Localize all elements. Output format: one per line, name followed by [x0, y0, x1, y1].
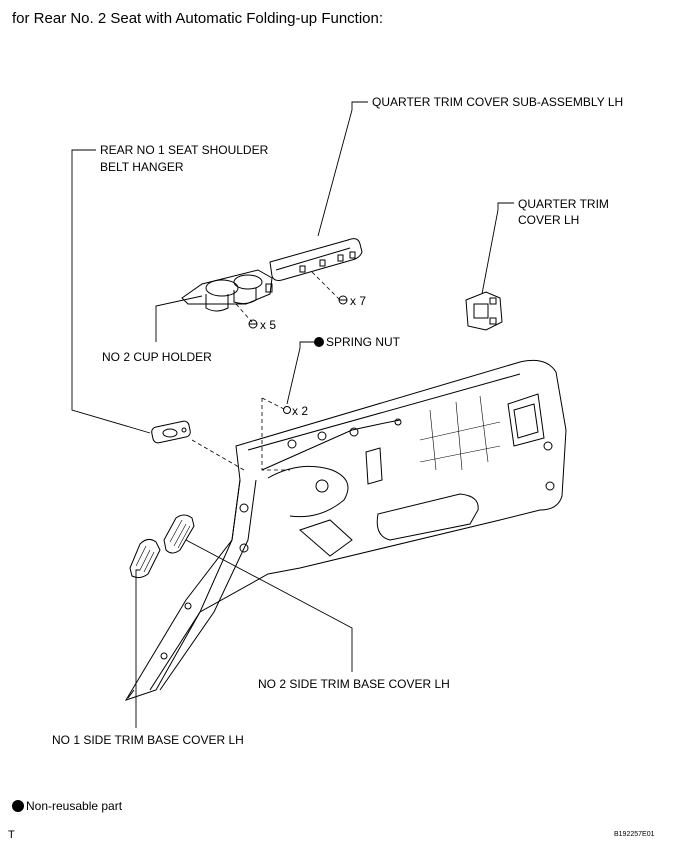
- installation-dashes: [191, 271, 341, 471]
- clip-quarter-trim: [338, 295, 348, 305]
- clip-cup-holder: [248, 319, 258, 329]
- side-trim-base-cover-2-part: [163, 514, 195, 554]
- label-belt-hanger-line2: BELT HANGER: [100, 160, 184, 174]
- leader-side-trim-1: [135, 569, 140, 728]
- label-cup-holder: NO 2 CUP HOLDER: [102, 350, 212, 364]
- leader-quarter-trim-sub: [317, 101, 368, 237]
- qty-spring-nuts: x 2: [292, 404, 309, 418]
- belt-hanger-part: [151, 420, 191, 444]
- quarter-trim-panel: [124, 359, 567, 701]
- label-spring-nut: SPRING NUT: [326, 335, 401, 349]
- figure-id: B192257E01: [614, 831, 655, 838]
- leader-cup-holder: [155, 295, 203, 342]
- legend-non-reusable: Non-reusable part: [26, 799, 123, 813]
- spring-nut-part: [283, 406, 291, 414]
- label-side-trim-base-cover-1: NO 1 SIDE TRIM BASE COVER LH: [52, 733, 244, 747]
- diagram-title: for Rear No. 2 Seat with Automatic Foldi…: [12, 10, 384, 27]
- legend-dot: [12, 800, 24, 812]
- quarter-trim-cover-sub-assembly: [269, 238, 363, 281]
- cup-holder-part: [181, 269, 273, 312]
- label-side-trim-base-cover-2: NO 2 SIDE TRIM BASE COVER LH: [258, 677, 450, 691]
- spring-nut-marker-dot: [314, 337, 324, 347]
- label-quarter-trim-cover-line2: COVER LH: [518, 213, 580, 227]
- label-belt-hanger-line1: REAR NO 1 SEAT SHOULDER: [100, 143, 269, 157]
- leader-spring-nut: [286, 341, 316, 405]
- label-quarter-trim-cover-sub-assembly: QUARTER TRIM COVER SUB-ASSEMBLY LH: [372, 95, 624, 109]
- label-quarter-trim-cover-line1: QUARTER TRIM: [518, 197, 609, 211]
- side-trim-base-cover-1-part: [129, 538, 161, 579]
- qty-quarter-trim-clips: x 7: [350, 294, 367, 308]
- leader-belt-hanger: [71, 149, 151, 434]
- leader-lines: [71, 101, 514, 728]
- leader-quarter-trim: [481, 202, 514, 295]
- leader-side-trim-2: [185, 539, 353, 672]
- qty-cup-holder-clips: x 5: [260, 318, 277, 332]
- corner-letter: T: [8, 829, 15, 841]
- quarter-trim-cover-part: [465, 291, 503, 331]
